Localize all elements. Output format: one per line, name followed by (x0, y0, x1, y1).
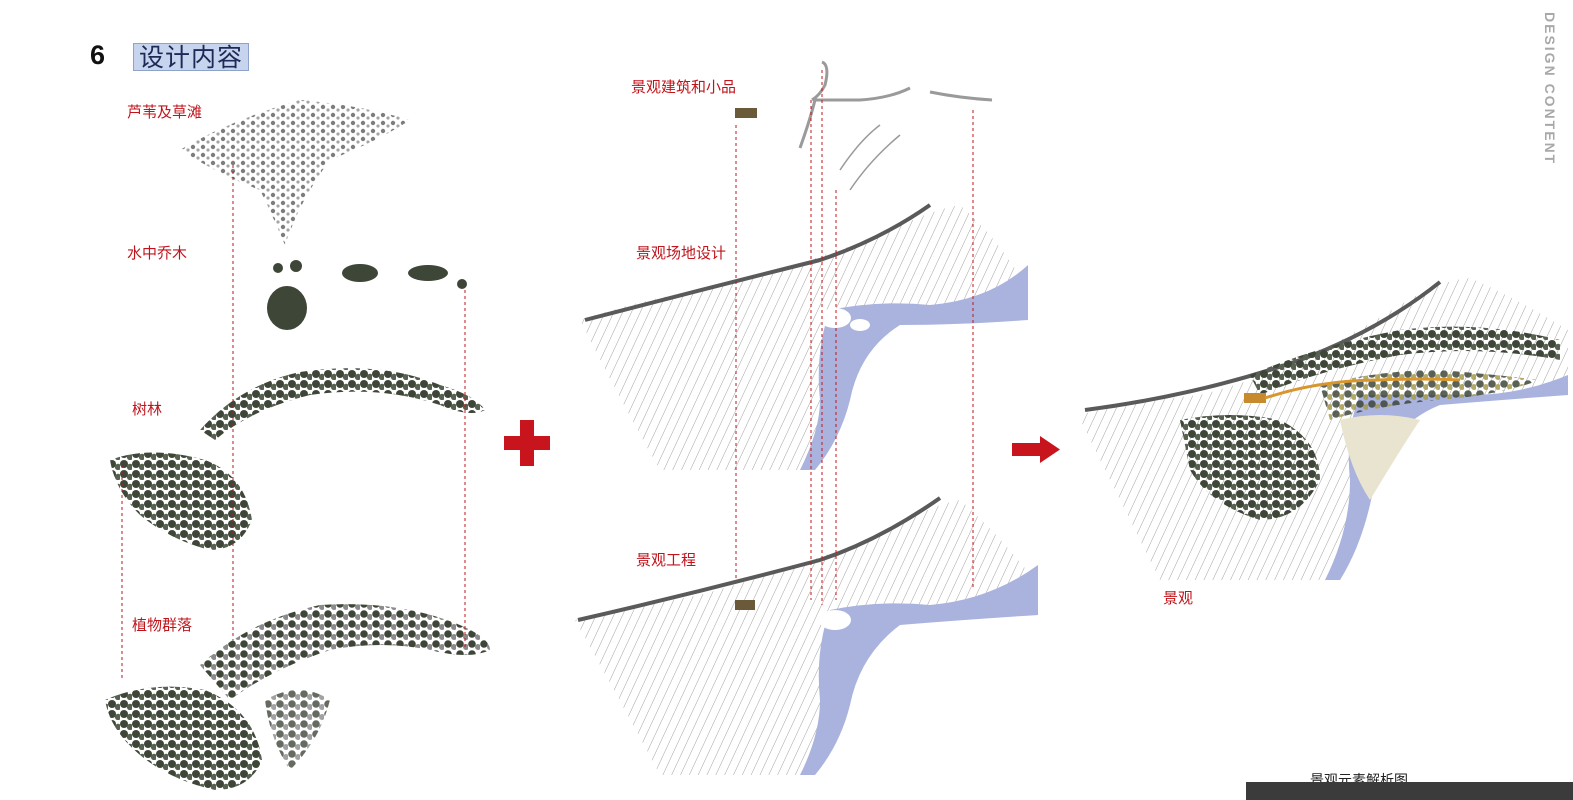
plant-community-layer (105, 604, 490, 790)
plus-icon (504, 420, 550, 466)
engineering-map (575, 496, 1038, 775)
section-number: 6 (90, 40, 106, 70)
reeds-layer (180, 100, 410, 245)
section-title: 设计内容 (133, 43, 249, 72)
projection-lines-left (121, 165, 466, 680)
label-forest: 树林 (132, 400, 163, 418)
footer-bar (1246, 782, 1573, 800)
buildings-layer (735, 60, 993, 191)
result-landscape-map (1078, 278, 1568, 580)
projection-lines-middle (735, 70, 974, 605)
arrow-right-icon (1012, 436, 1060, 463)
label-buildings: 景观建筑和小品 (631, 78, 737, 96)
water-trees-layer (267, 260, 467, 330)
label-engineering: 景观工程 (636, 551, 697, 569)
label-result: 景观 (1163, 589, 1194, 607)
forest-layer (110, 368, 485, 550)
site-design-map (580, 203, 1028, 470)
label-reeds: 芦苇及草滩 (127, 103, 203, 121)
label-water-trees: 水中乔木 (127, 244, 188, 262)
label-site-design: 景观场地设计 (636, 244, 727, 262)
label-plant-community: 植物群落 (132, 616, 193, 634)
side-label-design-content: DESIGN CONTENT (1542, 12, 1558, 166)
